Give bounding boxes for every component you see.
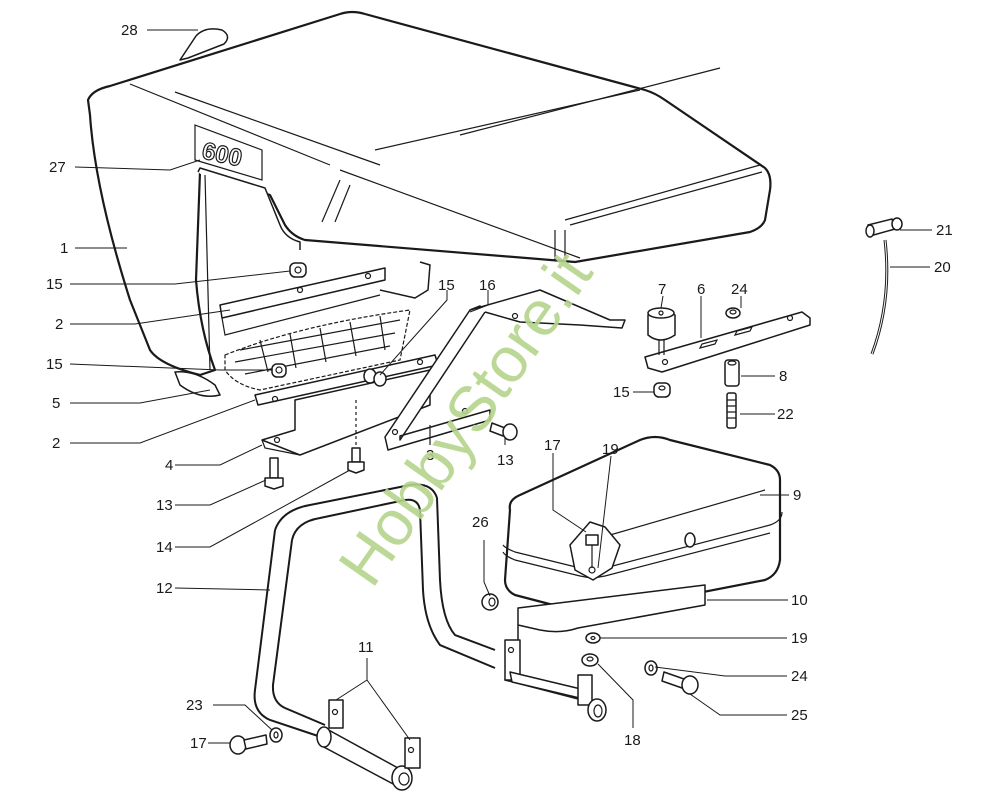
callout-23: 23: [186, 697, 203, 714]
callout-labels: 28 27 1 15 2 15 5 2 4 13 14 12 23 17 11 …: [46, 22, 953, 752]
bolt-14[interactable]: [347, 400, 365, 474]
callout-24-a: 24: [731, 281, 748, 298]
nut-15-top[interactable]: [289, 262, 307, 278]
mounting-plates[interactable]: [328, 699, 421, 769]
callout-17-a: 17: [190, 735, 207, 752]
rubber-mount[interactable]: [647, 307, 676, 355]
bolt-25[interactable]: [661, 671, 699, 695]
bolt-13-left[interactable]: [264, 457, 284, 490]
cable-end[interactable]: [865, 217, 903, 238]
callout-7: 7: [658, 281, 666, 298]
callout-3: 3: [426, 447, 434, 464]
washer-24-lower[interactable]: [644, 660, 658, 676]
upper-strip[interactable]: [219, 261, 431, 336]
toolbox[interactable]: [502, 435, 783, 615]
callout-13-a: 13: [156, 497, 173, 514]
callout-4: 4: [165, 457, 173, 474]
nut-15-pair[interactable]: [363, 368, 387, 387]
callout-6: 6: [697, 281, 705, 298]
callout-10: 10: [791, 592, 808, 609]
nut-15-left[interactable]: [271, 363, 287, 378]
callout-18: 18: [624, 732, 641, 749]
callout-16: 16: [479, 277, 496, 294]
callout-21: 21: [936, 222, 953, 239]
callout-9: 9: [793, 487, 801, 504]
callout-12: 12: [156, 580, 173, 597]
callout-15-b: 15: [46, 356, 63, 373]
bumper-frame[interactable]: [253, 483, 496, 791]
callout-25: 25: [791, 707, 808, 724]
callout-1: 1: [60, 240, 68, 257]
hood[interactable]: 600: [86, 10, 772, 377]
callout-5: 5: [52, 395, 60, 412]
callout-2-b: 2: [52, 435, 60, 452]
callout-11: 11: [358, 639, 374, 656]
nut-18[interactable]: [581, 653, 599, 667]
leader-lines: [69, 29, 932, 744]
callout-14: 14: [156, 539, 173, 556]
washer-19-lower[interactable]: [585, 632, 601, 644]
callout-15-a: 15: [46, 276, 63, 293]
nut-15-right[interactable]: [653, 382, 671, 398]
nut-26[interactable]: [481, 593, 499, 611]
callout-28: 28: [121, 22, 138, 39]
callout-13-b: 13: [497, 452, 514, 469]
callout-26: 26: [472, 514, 489, 531]
washer-24-upper[interactable]: [725, 307, 741, 319]
cable[interactable]: [870, 239, 889, 355]
callout-22: 22: [777, 406, 794, 423]
bolt-13-right[interactable]: [489, 422, 518, 441]
callout-15-d: 15: [613, 384, 630, 401]
washer-23[interactable]: [269, 727, 283, 743]
stud-22[interactable]: [726, 392, 737, 429]
callout-24-b: 24: [791, 668, 808, 685]
callout-20: 20: [934, 259, 951, 276]
spacer-8[interactable]: [724, 359, 740, 387]
toolbox-bracket[interactable]: [504, 584, 706, 722]
callout-2-a: 2: [55, 316, 63, 333]
bolt-17-lower[interactable]: [229, 734, 268, 755]
hood-knob[interactable]: [179, 28, 229, 61]
callout-19-b: 19: [791, 630, 808, 647]
callout-8: 8: [779, 368, 787, 385]
callout-15-c: 15: [438, 277, 455, 294]
side-bracket[interactable]: [384, 289, 626, 451]
mount-plate[interactable]: [644, 311, 811, 373]
callout-27: 27: [49, 159, 66, 176]
callout-19-a: 19: [602, 441, 619, 458]
callout-17-b: 17: [544, 437, 561, 454]
